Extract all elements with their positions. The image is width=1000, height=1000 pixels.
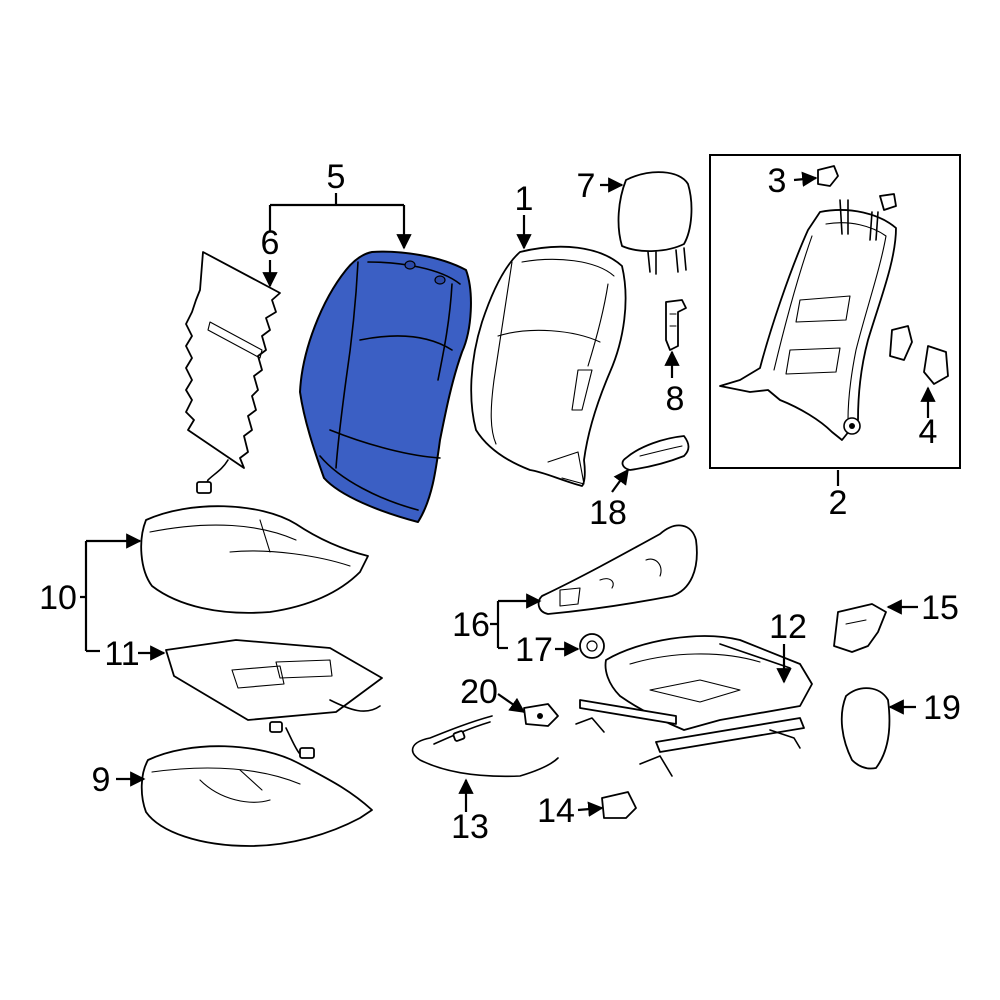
callout-6: 6: [261, 224, 280, 262]
part-3-headrest-support[interactable]: [817, 165, 897, 211]
part-17-knob[interactable]: [579, 633, 605, 659]
callout-9: 9: [92, 761, 111, 799]
callout-4: 4: [919, 413, 938, 451]
part-7-headrest[interactable]: [617, 171, 693, 275]
callout-8: 8: [666, 380, 685, 418]
callout-14: 14: [537, 792, 575, 830]
part-20-connector[interactable]: [523, 703, 559, 727]
callout-12: 12: [769, 608, 807, 646]
callout-10: 10: [39, 579, 77, 617]
leader-lines: [80, 171, 936, 817]
callout-2: 2: [829, 484, 848, 522]
part-2-group-box: [709, 154, 961, 469]
callout-7: 7: [577, 167, 596, 205]
part-18-trim-cover[interactable]: [621, 435, 690, 471]
part-19-cover[interactable]: [840, 687, 891, 770]
part-8-headrest-guide[interactable]: [665, 299, 687, 351]
part-1-seatback-cover[interactable]: [470, 245, 627, 487]
part-14-clip[interactable]: [601, 791, 637, 819]
callout-15: 15: [921, 589, 959, 627]
callout-17: 17: [515, 631, 553, 669]
part-2-seatback-frame[interactable]: [719, 199, 897, 441]
callout-3: 3: [768, 162, 787, 200]
part-4-bracket[interactable]: [889, 325, 949, 385]
callout-1: 1: [515, 180, 534, 218]
callout-20: 20: [460, 673, 498, 711]
callout-16: 16: [452, 606, 490, 644]
callout-13: 13: [451, 808, 489, 846]
callout-19: 19: [923, 689, 961, 727]
callout-labels: 5 6 1 7 8 18 3 4 2 10 11 9 16 17 12 15 1…: [39, 158, 961, 846]
part-9-seat-cushion-cover[interactable]: [140, 745, 373, 847]
callout-5: 5: [327, 158, 346, 196]
callout-11: 11: [104, 635, 139, 673]
part-15-bracket[interactable]: [833, 603, 887, 653]
part-5-seatback-cushion[interactable]: [299, 250, 472, 523]
part-11-seat-heater[interactable]: [165, 639, 383, 759]
part-6-seatback-panel[interactable]: [185, 251, 281, 494]
part-12-seat-adjuster[interactable]: [575, 635, 813, 777]
part-13-cable[interactable]: [411, 715, 559, 778]
part-10-seat-cushion[interactable]: [140, 505, 369, 614]
part-16-side-shield[interactable]: [537, 524, 698, 615]
callout-18: 18: [589, 494, 627, 532]
